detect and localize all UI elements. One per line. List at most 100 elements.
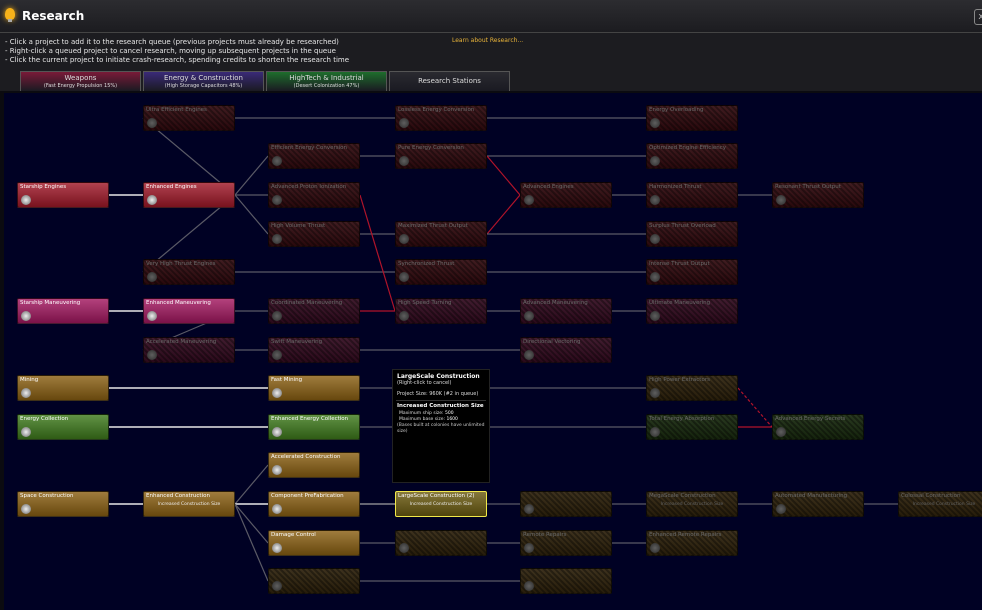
research-node-label: MegaScale Construction <box>649 493 716 499</box>
research-node-harmonized-thrust[interactable]: Harmonized Thrust <box>646 182 738 208</box>
research-node-component-prefabrication[interactable]: Component PreFabrication <box>268 491 360 517</box>
research-node-advanced-proton-ionization[interactable]: Advanced Proton Ionization <box>268 182 360 208</box>
research-node-intense-thrust-output[interactable]: Intense Thrust Output <box>646 259 738 285</box>
tree-link <box>234 503 269 582</box>
tree-link <box>234 155 269 196</box>
research-node-label: Automated Manufacturing <box>775 493 848 499</box>
research-node-high-speed-turning[interactable]: High Speed Turning <box>395 298 487 324</box>
research-node-high-volume-thrust[interactable]: High Volume Thrust <box>268 221 360 247</box>
research-node-label: Accelerated Maneuvering <box>146 339 217 345</box>
research-node-label: Resonant Thrust Output <box>775 184 841 190</box>
research-node-maximized-thrust-output[interactable]: Maximized Thrust Output <box>395 221 487 247</box>
research-node-label: Pure Energy Conversion <box>398 145 464 151</box>
research-node-ultimate-maneuvering[interactable]: Ultimate Maneuvering <box>646 298 738 324</box>
tech-icon <box>272 388 282 398</box>
tech-icon <box>147 311 157 321</box>
tab-energy-construction[interactable]: Energy & Construction (High Storage Capa… <box>143 71 264 91</box>
research-node-subtitle: Increased Construction Size <box>409 502 473 507</box>
tech-icon <box>21 195 31 205</box>
research-node-accelerated-construction[interactable]: Accelerated Construction <box>268 452 360 478</box>
tech-icon <box>272 543 282 553</box>
tech-icon <box>147 118 157 128</box>
tech-icon <box>650 272 660 282</box>
research-node-label: Lossless Energy Conversion <box>398 107 475 113</box>
learn-about-research-link[interactable]: Learn about Research... <box>452 37 524 44</box>
research-node-mining[interactable]: Mining <box>17 375 109 401</box>
research-node-synchronized-thrust[interactable]: Synchronized Thrust <box>395 259 487 285</box>
tech-icon <box>524 311 534 321</box>
research-node-pure-energy-conversion[interactable]: Pure Energy Conversion <box>395 143 487 169</box>
research-node-directional-vectoring[interactable]: Directional Vectoring <box>520 337 612 363</box>
research-node-high-power-extractors[interactable]: High Power Extractors <box>646 375 738 401</box>
research-node-label: Coordinated Maneuvering <box>271 300 343 306</box>
tech-icon <box>650 543 660 553</box>
project-tooltip: LargeScale Construction (Right-click to … <box>392 369 490 483</box>
tech-icon <box>650 156 660 166</box>
research-node-label: Advanced Energy Secrets <box>775 416 846 422</box>
research-node-ultra-efficient-engines[interactable]: Ultra Efficient Engines <box>143 105 235 131</box>
research-node-energy-collection[interactable]: Energy Collection <box>17 414 109 440</box>
research-node-automated-manufacturing[interactable]: Automated Manufacturing <box>772 491 864 517</box>
research-node-advanced-engines[interactable]: Advanced Engines <box>520 182 612 208</box>
research-node-surplus-thrust-overload[interactable]: Surplus Thrust Overload <box>646 221 738 247</box>
research-node-optimized-engine-efficiency[interactable]: Optimized Engine Efficiency <box>646 143 738 169</box>
research-node-damage-control[interactable]: Damage Control <box>268 530 360 556</box>
tech-icon <box>21 427 31 437</box>
research-node-node-r12-c4[interactable] <box>520 568 612 594</box>
research-node-node-r12-c2[interactable] <box>268 568 360 594</box>
research-node-node-r11-c3[interactable] <box>395 530 487 556</box>
research-node-enhanced-maneuvering[interactable]: Enhanced Maneuvering <box>143 298 235 324</box>
research-node-swift-maneuvering[interactable]: Swift Maneuvering <box>268 337 360 363</box>
research-node-resonant-thrust-output[interactable]: Resonant Thrust Output <box>772 182 864 208</box>
research-node-starship-maneuvering[interactable]: Starship Maneuvering <box>17 298 109 324</box>
research-node-label: High Speed Turning <box>398 300 452 306</box>
tech-icon <box>776 427 786 437</box>
research-node-label: Harmonized Thrust <box>649 184 702 190</box>
research-node-fast-mining[interactable]: Fast Mining <box>268 375 360 401</box>
research-node-label: Enhanced Engines <box>146 184 197 190</box>
research-node-enhanced-engines[interactable]: Enhanced Engines <box>143 182 235 208</box>
tech-icon <box>272 195 282 205</box>
research-node-subtitle: Increased Construction Size <box>660 502 724 507</box>
research-node-label: Energy Overloading <box>649 107 704 113</box>
tab-weapons[interactable]: Weapons (Fast Energy Propulsion 15%) <box>20 71 141 91</box>
ship-size-label: Maximum ship size: <box>399 411 444 416</box>
research-node-accelerated-maneuvering[interactable]: Accelerated Maneuvering <box>143 337 235 363</box>
tooltip-section: Increased Construction Size <box>397 403 484 409</box>
research-node-subtitle: Increased Construction Size <box>157 502 221 507</box>
close-button[interactable]: x <box>974 9 982 25</box>
research-node-advanced-maneuvering[interactable]: Advanced Maneuvering <box>520 298 612 324</box>
research-node-node-r10-c4[interactable] <box>520 491 612 517</box>
research-node-very-high-thrust-engines[interactable]: Very High Thrust Engines <box>143 259 235 285</box>
tab-research-stations[interactable]: Research Stations <box>389 71 510 91</box>
research-node-label: Advanced Maneuvering <box>523 300 588 306</box>
tab-label: Weapons <box>64 74 97 82</box>
tree-link <box>737 387 773 428</box>
research-node-label: Very High Thrust Engines <box>146 261 216 267</box>
research-node-enhanced-remote-repairs[interactable]: Enhanced Remote Repairs <box>646 530 738 556</box>
ship-size-value: 500 <box>445 411 454 416</box>
research-node-advanced-energy-secrets[interactable]: Advanced Energy Secrets <box>772 414 864 440</box>
tech-icon <box>650 427 660 437</box>
research-node-lossless-energy-conversion[interactable]: Lossless Energy Conversion <box>395 105 487 131</box>
research-node-starship-engines[interactable]: Starship Engines <box>17 182 109 208</box>
research-node-space-construction[interactable]: Space Construction <box>17 491 109 517</box>
research-node-efficient-energy-conversion[interactable]: Efficient Energy Conversion <box>268 143 360 169</box>
research-node-label: Directional Vectoring <box>523 339 581 345</box>
research-node-largescale-construction-2[interactable]: LargeScale Construction (2)Increased Con… <box>395 491 487 517</box>
research-node-enhanced-energy-collection[interactable]: Enhanced Energy Collection <box>268 414 360 440</box>
tab-hightech-industrial[interactable]: HighTech & Industrial (Desert Colonizati… <box>266 71 387 91</box>
tech-icon <box>399 234 409 244</box>
research-node-energy-overloading[interactable]: Energy Overloading <box>646 105 738 131</box>
research-node-coordinated-maneuvering[interactable]: Coordinated Maneuvering <box>268 298 360 324</box>
tech-icon <box>776 504 786 514</box>
tab-progress: (Desert Colonization 47%) <box>293 83 360 89</box>
tech-icon <box>650 118 660 128</box>
tree-link <box>234 194 269 235</box>
research-node-remote-repairs[interactable]: Remote Repairs <box>520 530 612 556</box>
research-node-total-energy-absorption[interactable]: Total Energy Absorption <box>646 414 738 440</box>
research-node-label: Remote Repairs <box>523 532 567 538</box>
